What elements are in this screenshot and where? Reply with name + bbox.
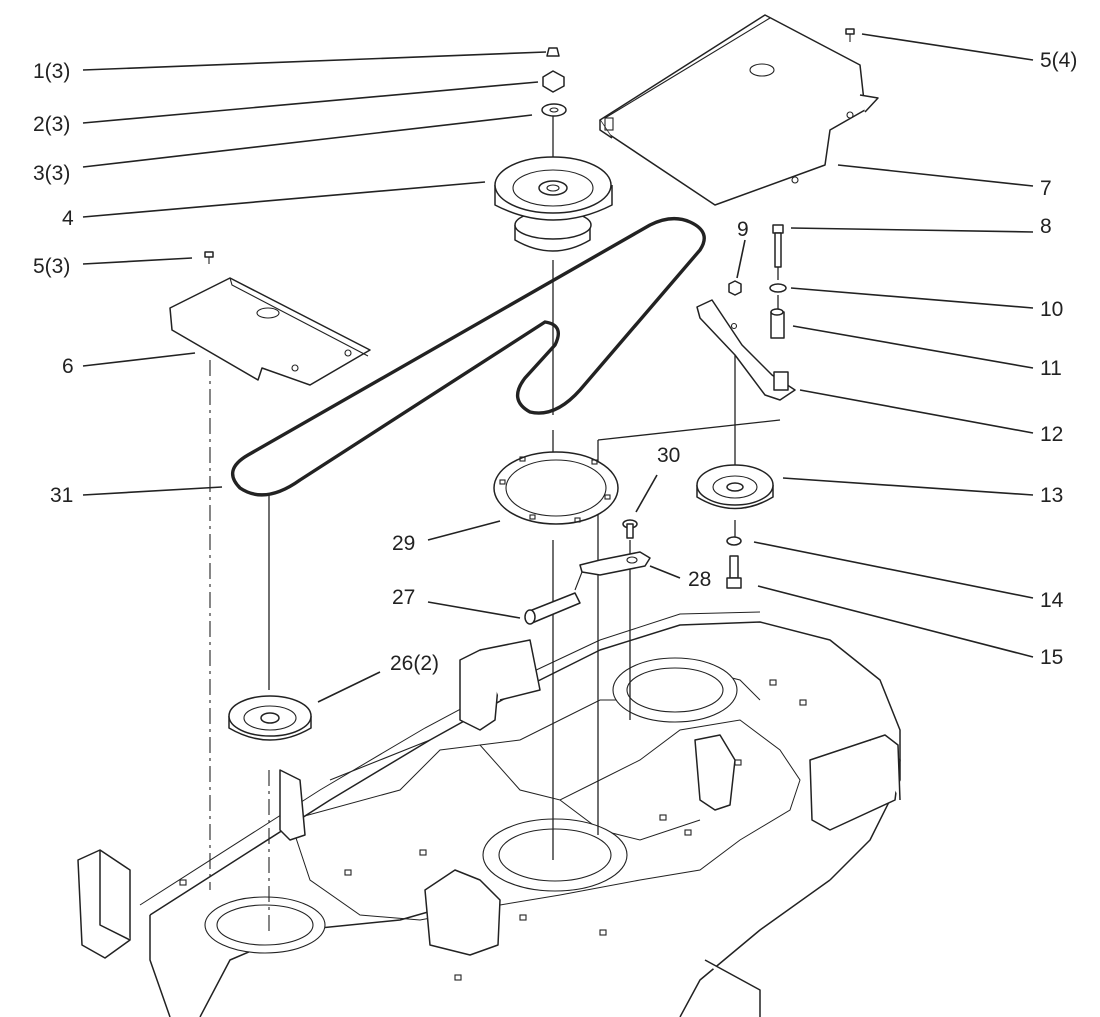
callout-14: 14 <box>1040 589 1064 612</box>
callout-11: 11 <box>1040 357 1062 380</box>
callout-27: 27 <box>392 586 415 609</box>
callout-29: 29 <box>392 532 415 555</box>
belt-cover-left <box>169 277 371 386</box>
nut-9 <box>728 280 742 296</box>
hardware-9-12 <box>728 224 787 339</box>
callout-3: 3(3) <box>33 162 70 185</box>
spindle-pulley-4 <box>494 156 613 252</box>
idler-arm-12 <box>696 299 796 401</box>
callout-30: 30 <box>657 444 680 467</box>
mower-deck-housing <box>77 611 901 1017</box>
callout-1: 1(3) <box>33 60 70 83</box>
idler-pulley-13 <box>696 464 774 510</box>
callout-4: 4 <box>62 207 74 230</box>
callout-15: 15 <box>1040 646 1063 669</box>
idler-pulley-26 <box>228 695 312 741</box>
drive-belt-31 <box>230 216 706 497</box>
carriage-bolt-30 <box>622 519 638 539</box>
leader-lines <box>82 33 1034 703</box>
hardware-14-15 <box>726 536 742 589</box>
callout-10: 10 <box>1040 298 1063 321</box>
tube-27 <box>524 592 581 625</box>
callout-labels: 1(3) 2(3) 3(3) 4 5(3) 5(4) 6 7 8 9 10 11… <box>33 49 1077 675</box>
callout-5-left: 5(3) <box>33 255 70 278</box>
bolt-8-head <box>772 224 784 234</box>
washer-14 <box>726 536 742 546</box>
callout-5-right: 5(4) <box>1040 49 1077 72</box>
hex-nut-2 <box>542 70 565 93</box>
belt-cover-right <box>599 14 879 206</box>
bolt-15-shank <box>729 555 739 579</box>
callout-7: 7 <box>1040 177 1052 200</box>
callout-13: 13 <box>1040 484 1063 507</box>
axis-idler-arm-link <box>597 419 781 441</box>
callout-6: 6 <box>62 355 74 378</box>
callout-28: 28 <box>688 568 711 591</box>
callout-12: 12 <box>1040 423 1063 446</box>
callout-2: 2(3) <box>33 113 70 136</box>
bolt-15-head <box>726 577 742 589</box>
callout-9: 9 <box>737 218 749 241</box>
callout-26: 26(2) <box>390 652 439 675</box>
washer-10 <box>769 283 787 293</box>
bolt-8-shank <box>774 232 782 268</box>
callout-31: 31 <box>50 484 73 507</box>
nut-1 <box>546 47 560 57</box>
screw-5-right <box>845 28 855 42</box>
spindle-hardware-stack <box>541 47 567 117</box>
screw-5-left <box>204 251 214 264</box>
belt-guide-28 <box>574 551 651 591</box>
spacer-11 <box>770 311 785 339</box>
bearing-plate-29 <box>493 451 619 525</box>
callout-8: 8 <box>1040 215 1052 238</box>
